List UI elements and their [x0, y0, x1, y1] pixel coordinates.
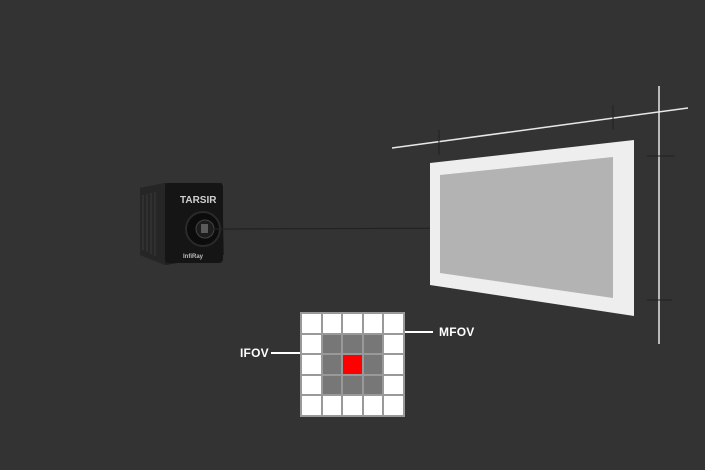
target-area	[440, 157, 613, 298]
pixel-grid	[300, 312, 405, 417]
mfov-label: MFOV	[439, 325, 475, 339]
ifov-label: IFOV	[240, 346, 269, 360]
width-dimension-line	[391, 107, 689, 149]
ifov-pixel	[343, 355, 362, 374]
svg-text:InfiRay: InfiRay	[183, 254, 204, 260]
camera-icon: TARSIR InfiRay	[140, 183, 224, 265]
svg-text:TARSIR: TARSIR	[180, 195, 217, 206]
